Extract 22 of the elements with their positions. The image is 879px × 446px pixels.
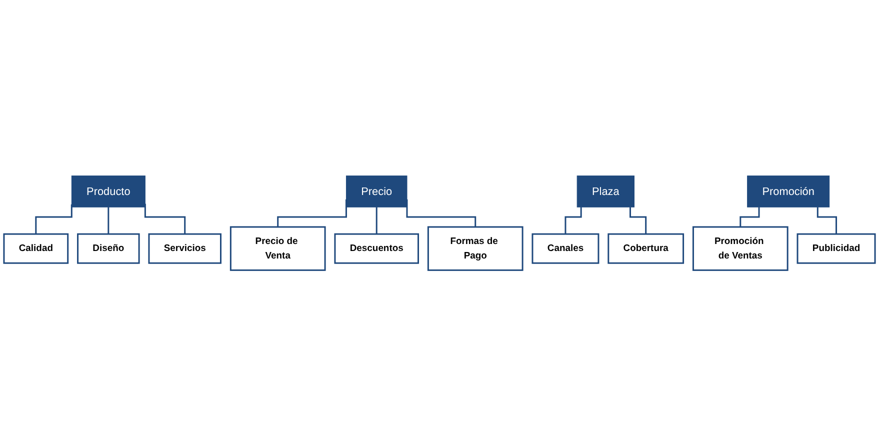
node-box: Descuentos [334,233,419,264]
node-box: Promoción [747,176,830,208]
connector [108,207,110,235]
connector [816,207,838,235]
connector [564,207,582,235]
node-box: Producto [71,176,146,208]
node-box: Precio [346,176,408,208]
node-box: Precio de Venta [230,226,326,271]
node-box: Promoción de Ventas [692,226,788,271]
connector [277,199,347,228]
connector [376,207,378,235]
node-box: Formas de Pago [427,226,524,271]
node-box: Cobertura [608,233,684,264]
node-box: Canales [532,233,600,264]
node-box: Servicios [148,233,222,264]
node-box: Calidad [3,233,69,264]
connector [630,207,647,235]
node-box: Publicidad [796,233,876,264]
connector [740,207,760,228]
connector [35,204,72,235]
node-box: Plaza [576,176,634,208]
node-box: Diseño [77,233,140,264]
